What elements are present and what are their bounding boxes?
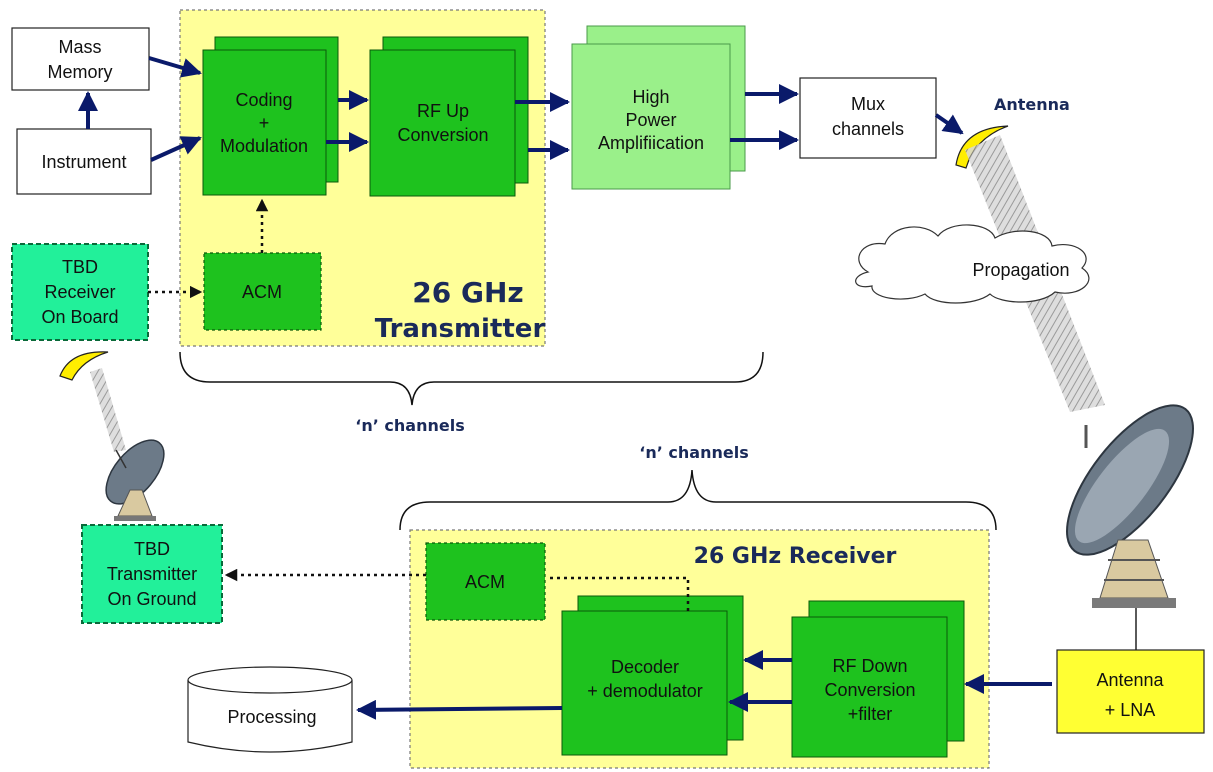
mux-channels-label-line2: channels xyxy=(832,119,904,139)
acm-rx-box xyxy=(425,542,546,621)
n-channels-bottom-label: ‘n’ channels xyxy=(639,443,748,462)
acm-tx-box xyxy=(203,252,322,331)
decoder-box xyxy=(561,610,728,756)
antenna-lna-label-line1: Antenna xyxy=(1096,670,1164,690)
tbd-transmitter-box xyxy=(81,524,223,624)
instrument-box xyxy=(16,128,152,195)
hpa-label-line3: Amplifiication xyxy=(598,133,704,153)
propagation-label: Propagation xyxy=(972,260,1069,280)
small-antenna-dish-icon xyxy=(59,351,109,381)
mux-channels-box xyxy=(799,77,937,159)
tbd-receiver-box xyxy=(11,243,149,341)
brace-bottom xyxy=(399,469,997,531)
arrow-memory-to-coding xyxy=(148,56,202,78)
antenna-lna-label-line2: + LNA xyxy=(1105,700,1156,720)
coding-modulation-label-line3: Modulation xyxy=(220,136,308,156)
ground-dish-left-icon xyxy=(105,439,165,521)
processing-database-icon xyxy=(187,666,353,753)
signal-beam-small xyxy=(90,368,126,452)
rf-down-label-line3: +filter xyxy=(848,704,893,724)
rf-up-conversion-label-line1: RF Up xyxy=(417,101,469,121)
antenna-label: Antenna xyxy=(994,95,1070,114)
transmitter-title-line1: 26 GHz xyxy=(412,276,523,309)
processing-label: Processing xyxy=(227,707,316,727)
mass-memory-box xyxy=(11,27,150,91)
mass-memory-label-line2: Memory xyxy=(47,62,112,82)
rf-up-conversion-label-line2: Conversion xyxy=(397,125,488,145)
n-channels-top-label: ‘n’ channels xyxy=(355,416,464,435)
arrow-mux-to-antenna xyxy=(934,113,964,135)
arrow-decoder-to-processing xyxy=(356,699,563,720)
hpa-box xyxy=(571,43,731,190)
antenna-lna-box xyxy=(1056,649,1205,734)
brace-top xyxy=(179,351,764,406)
tbd-transmitter-label-line3: On Ground xyxy=(107,589,196,609)
hpa-label-line1: High xyxy=(632,87,669,107)
rf-down-label-line1: RF Down xyxy=(832,656,907,676)
mux-channels-label-line1: Mux xyxy=(851,94,885,114)
rf-down-label-line2: Conversion xyxy=(824,680,915,700)
rf-up-conversion-box xyxy=(369,49,516,197)
arrow-instrument-to-coding xyxy=(150,136,202,162)
decoder-label-line2: + demodulator xyxy=(587,681,703,701)
acm-tx-label: ACM xyxy=(242,282,282,302)
mass-memory-label-line1: Mass xyxy=(58,37,101,57)
coding-modulation-box xyxy=(202,49,327,196)
acm-rx-label: ACM xyxy=(465,572,505,592)
tbd-receiver-label-line2: Receiver xyxy=(44,282,115,302)
tbd-receiver-label-line3: On Board xyxy=(41,307,118,327)
ground-dish-right-icon xyxy=(1066,404,1194,650)
tbd-transmitter-label-line2: Transmitter xyxy=(107,564,197,584)
tbd-transmitter-label-line1: TBD xyxy=(134,539,170,559)
dotted-decoder-to-acm xyxy=(548,576,690,611)
instrument-label: Instrument xyxy=(41,152,126,172)
hpa-label-line2: Power xyxy=(625,110,676,130)
decoder-label-line1: Decoder xyxy=(611,657,679,677)
propagation-cloud-icon xyxy=(855,224,1090,304)
receiver-title: 26 GHz Receiver xyxy=(694,544,897,569)
transmitter-title-line2: Transmitter xyxy=(375,314,546,344)
rf-down-box xyxy=(791,616,948,758)
coding-modulation-label-line2: + xyxy=(259,113,270,133)
tbd-receiver-label-line1: TBD xyxy=(62,257,98,277)
coding-modulation-label-line1: Coding xyxy=(235,90,292,110)
